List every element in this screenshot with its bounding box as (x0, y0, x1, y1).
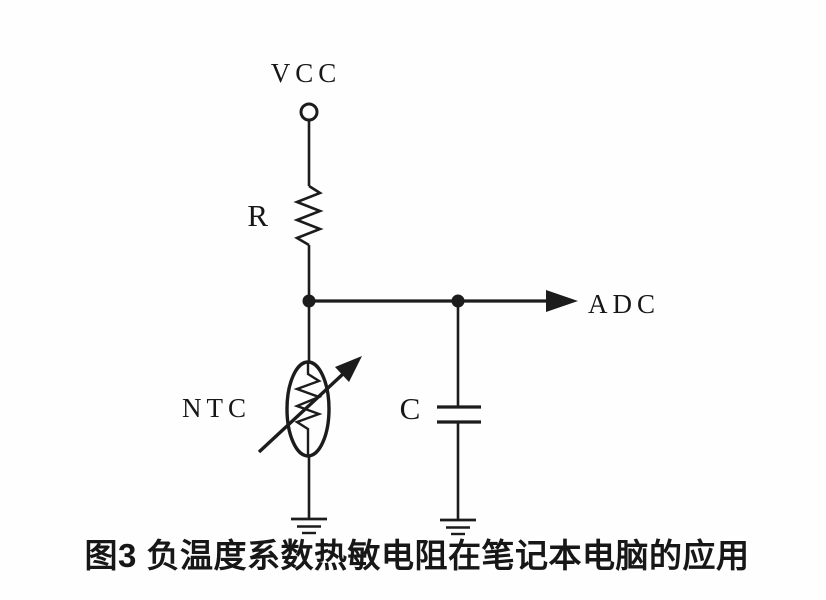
vcc-terminal-icon (299, 102, 319, 122)
resistor-label: R (247, 198, 268, 233)
ntc-thermistor-icon (257, 356, 362, 458)
resistor-icon (293, 184, 324, 247)
capacitor-icon (437, 405, 481, 424)
figure-caption: 图3 负温度系数热敏电阻在笔记本电脑的应用 (84, 537, 749, 574)
adc-arrow-icon (546, 290, 578, 312)
ground-icon-left (291, 517, 327, 535)
adc-label: ADC (588, 289, 660, 319)
vcc-label: VCC (271, 58, 342, 88)
ntc-label: NTC (182, 393, 251, 423)
capacitor-label: C (400, 391, 421, 426)
ground-icon-right (440, 518, 476, 536)
